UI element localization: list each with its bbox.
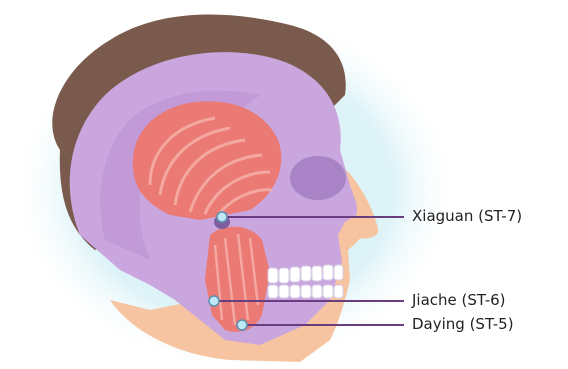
temporalis-muscle <box>133 101 282 220</box>
point-marker-daying <box>237 320 247 330</box>
eye-socket <box>290 156 346 200</box>
point-marker-xiaguan <box>217 212 227 222</box>
point-marker-jiache <box>209 296 219 306</box>
point-label-jiache: Jiache (ST-6) <box>412 291 506 309</box>
point-label-xiaguan: Xiaguan (ST-7) <box>412 207 522 225</box>
point-label-daying: Daying (ST-5) <box>412 315 514 333</box>
masseter-muscle <box>205 227 270 332</box>
